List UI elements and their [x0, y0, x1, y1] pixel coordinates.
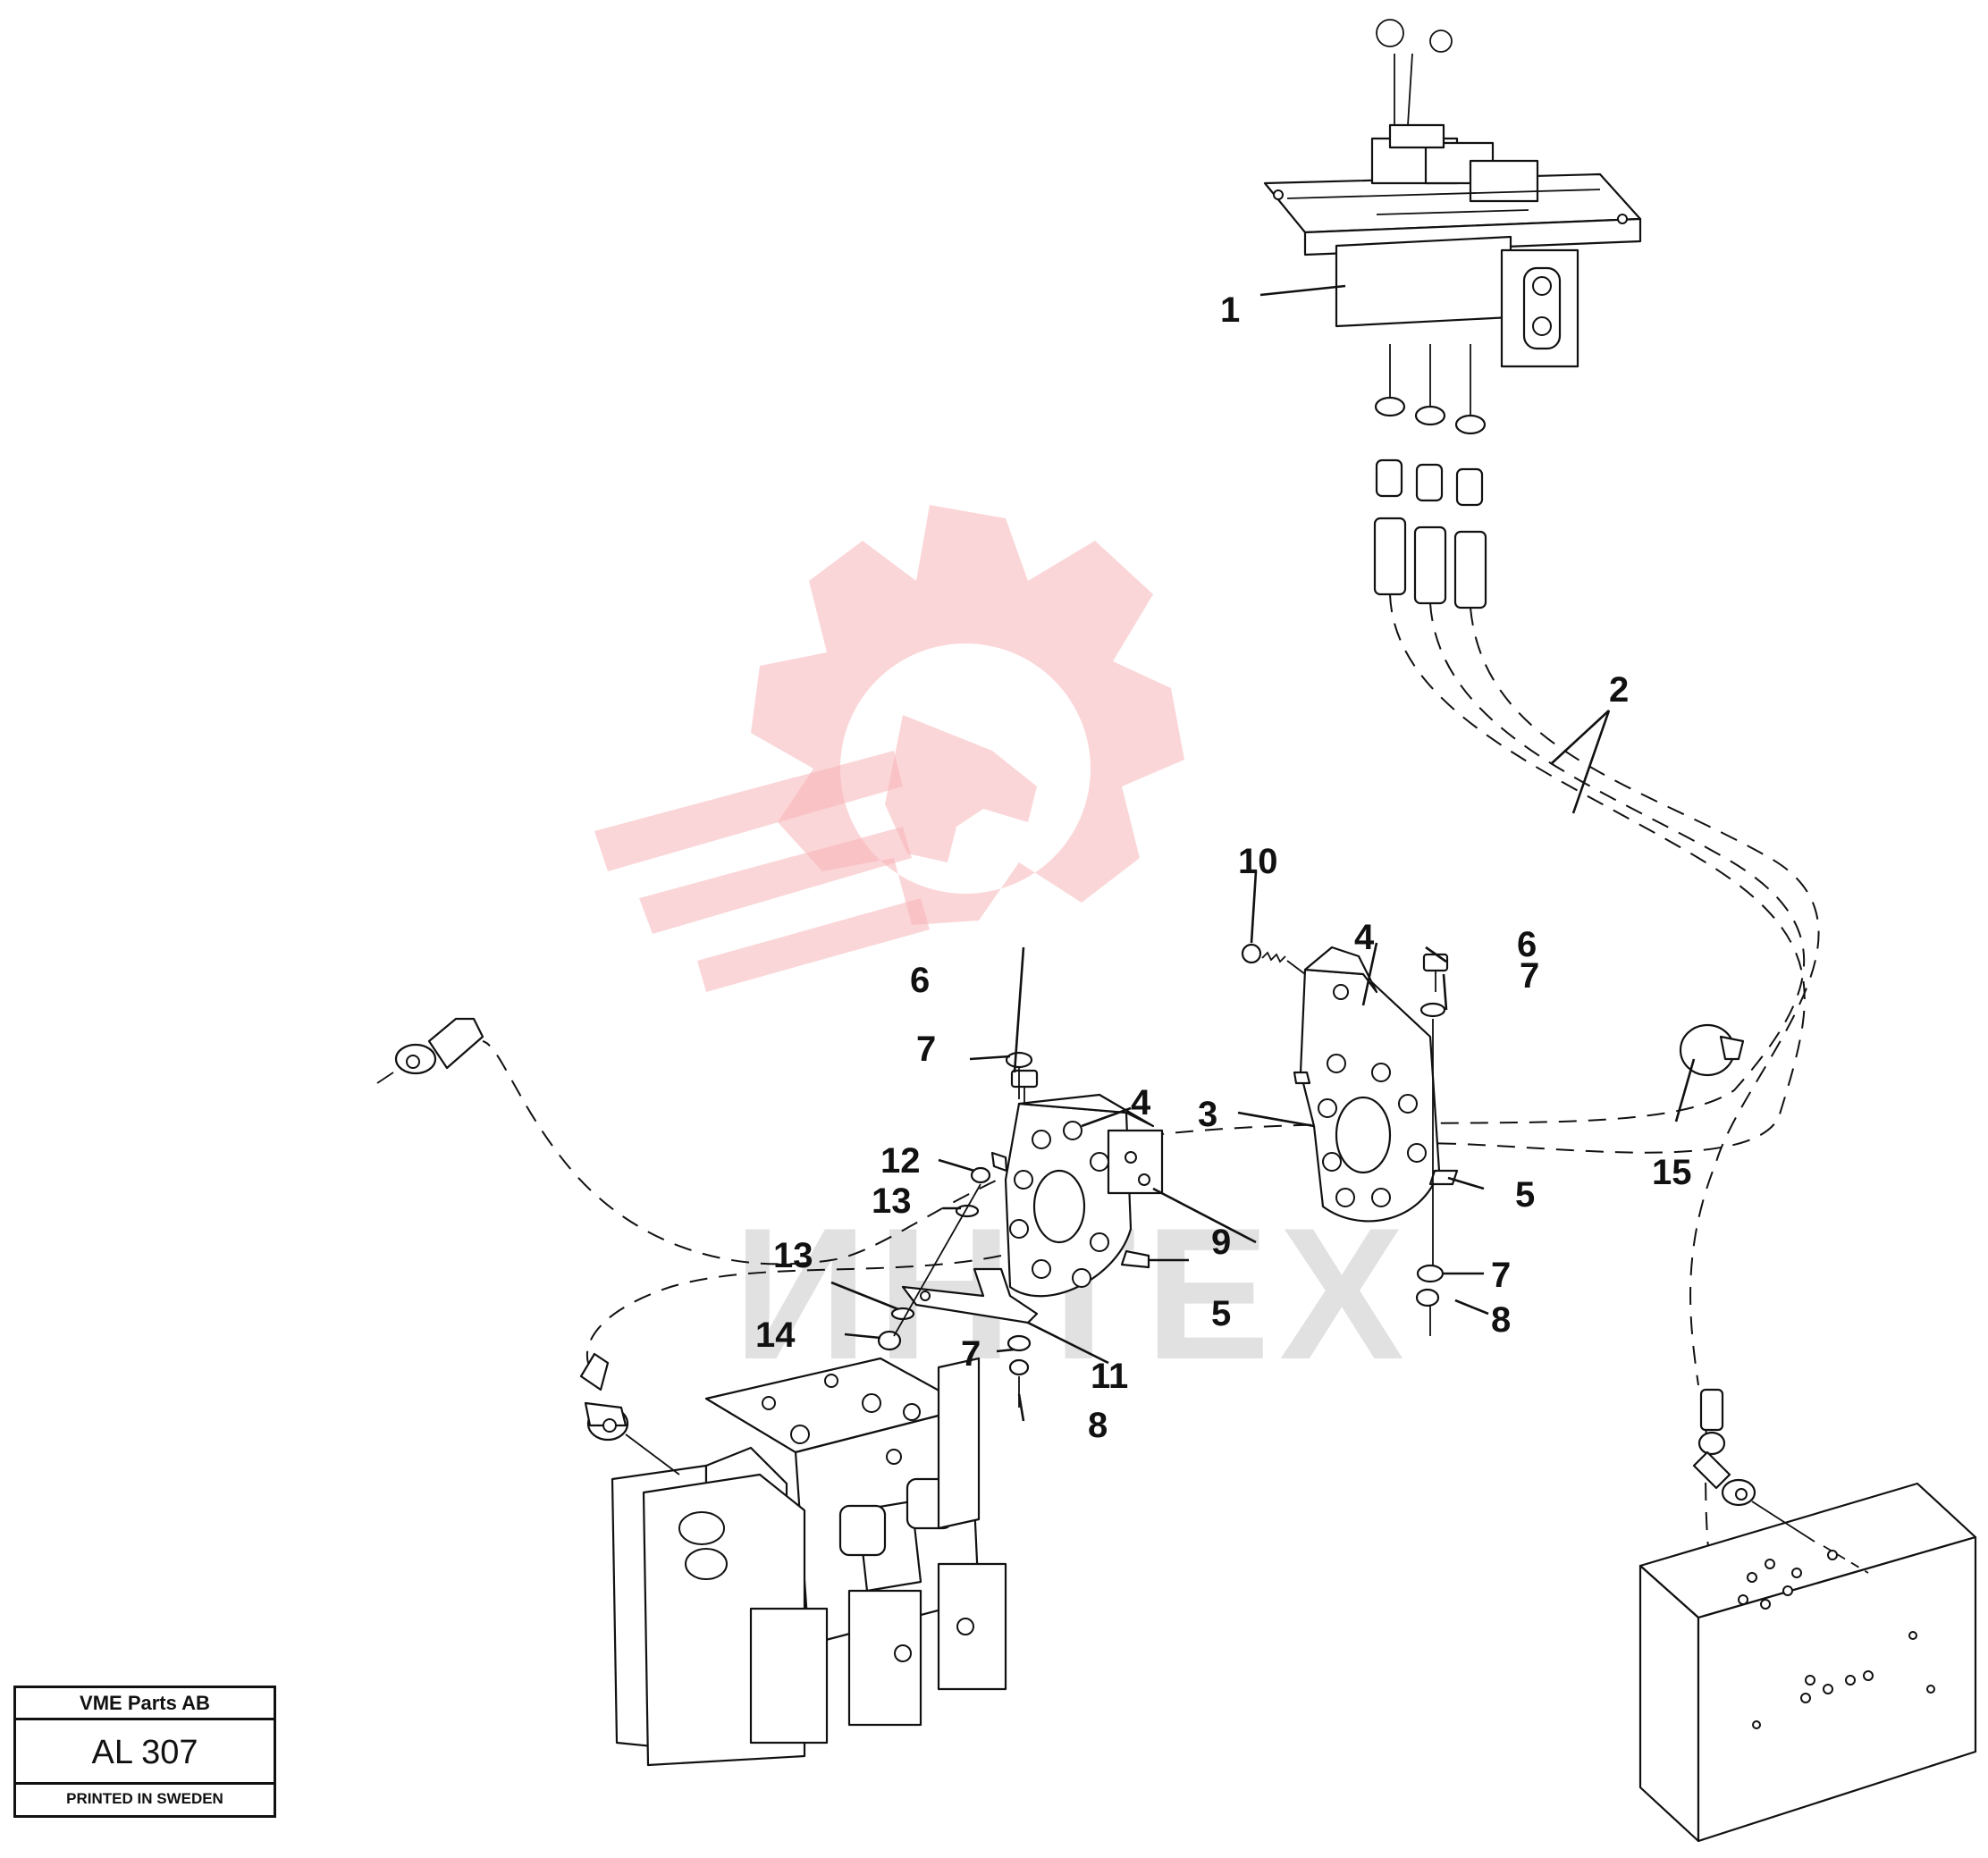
- clamp-assembly-right: [1293, 946, 1459, 1223]
- callout-labels: 1 2 3 4 4 5 5 6 6 7 7 7 7 8 8 9 10 11 12…: [755, 290, 1692, 1445]
- printed-note: PRINTED IN SWEDEN: [66, 1790, 223, 1807]
- callout-15: 15: [1652, 1153, 1692, 1192]
- left-fasteners: [877, 1051, 1039, 1408]
- watermark-speed-line: [594, 751, 903, 871]
- callout-12: 12: [880, 1141, 921, 1181]
- company-name: VME Parts AB: [16, 1688, 274, 1720]
- watermark-speed-line: [639, 827, 912, 934]
- callout-8-left: 8: [1088, 1406, 1108, 1445]
- pilot-control-valve: [1263, 19, 1642, 368]
- watermark-gear-logo: [594, 505, 1184, 992]
- callout-7-left-bottom: 7: [961, 1334, 981, 1374]
- callout-6-right: 6: [1517, 925, 1537, 964]
- drawing-code: AL 307: [16, 1720, 274, 1785]
- fitting-stack-3: [1453, 344, 1487, 610]
- main-control-valve: [611, 1357, 1007, 1767]
- callout-6-left: 6: [910, 961, 930, 1000]
- callout-10: 10: [1238, 842, 1278, 881]
- bracket: [901, 1267, 1039, 1324]
- clamp-assembly-left: [990, 1093, 1164, 1298]
- left-hose-fitting: [376, 1017, 484, 1084]
- callout-14: 14: [755, 1316, 796, 1355]
- distribution-fitting: [1692, 1388, 1869, 1574]
- main-valve-fitting: [579, 1352, 680, 1475]
- hose-clip: [1679, 1023, 1745, 1077]
- callout-8-right: 8: [1491, 1300, 1511, 1340]
- callout-1: 1: [1220, 290, 1240, 330]
- watermark-gear-icon: [751, 505, 1184, 925]
- callout-11: 11: [1091, 1357, 1128, 1396]
- callout-3: 3: [1198, 1095, 1217, 1134]
- fitting-stack-2: [1413, 344, 1447, 605]
- callout-7-right-top: 7: [1520, 956, 1539, 996]
- leader-lines: [830, 284, 1696, 1422]
- callout-4-left: 4: [1131, 1083, 1151, 1122]
- callout-13-upper: 13: [872, 1181, 912, 1221]
- callout-4-right: 4: [1354, 918, 1375, 957]
- title-block: VME Parts AB AL 307 PRINTED IN SWEDEN: [13, 1686, 276, 1818]
- watermark-wrench-icon: [885, 715, 1037, 862]
- callout-5-right: 5: [1515, 1175, 1535, 1215]
- callout-5-left: 5: [1211, 1294, 1231, 1333]
- fitting-stack-1: [1373, 344, 1407, 596]
- callout-9: 9: [1211, 1223, 1231, 1262]
- callout-2: 2: [1609, 670, 1629, 710]
- distribution-block: [1638, 1482, 1977, 1843]
- watermark-speed-line: [697, 898, 930, 992]
- callout-13-lower: 13: [773, 1236, 813, 1275]
- callout-7-right-bottom: 7: [1491, 1256, 1511, 1295]
- callout-7-left-top: 7: [916, 1030, 936, 1069]
